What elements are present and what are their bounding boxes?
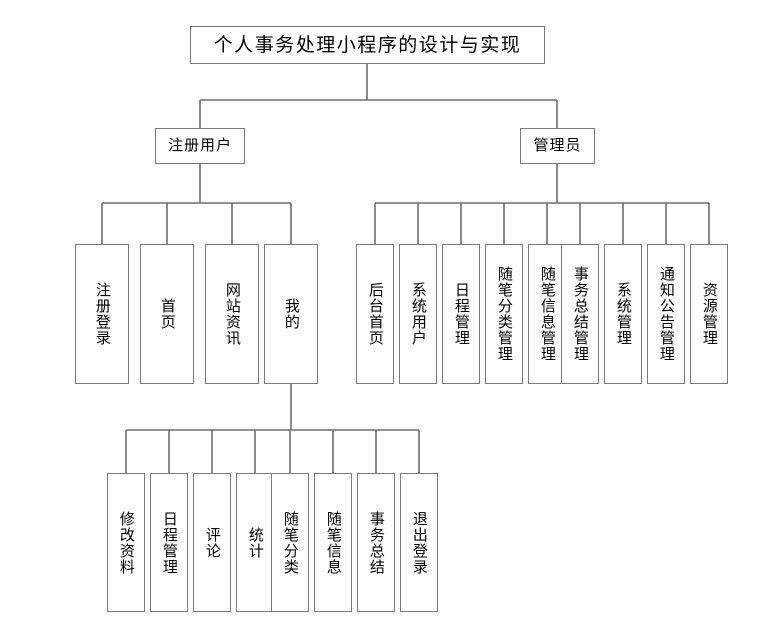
node-label: 我的: [282, 298, 301, 330]
node-label: 评论: [203, 526, 222, 559]
node-root-root[interactable]: 个人事务处理小程序的设计与实现: [190, 26, 545, 64]
node-mine-child-m8[interactable]: 退出登录: [400, 473, 438, 612]
node-label: 随笔分类管理: [495, 266, 514, 362]
node-user-child-u3[interactable]: 网站资讯: [205, 244, 259, 384]
node-admin-child-a3[interactable]: 日程管理: [442, 244, 480, 384]
node-label: 随笔分类: [281, 510, 300, 575]
node-label: 后台首页: [366, 282, 385, 346]
node-user-child-u4[interactable]: 我的: [264, 244, 318, 384]
node-label: 修改资料: [117, 510, 136, 575]
node-mine-child-m3[interactable]: 评论: [193, 473, 231, 612]
node-mine-child-m1[interactable]: 修改资料: [107, 473, 145, 612]
node-label: 资源管理: [700, 282, 719, 346]
node-label: 网站资讯: [223, 282, 242, 346]
node-label: 注册用户: [167, 136, 232, 155]
node-label: 随笔信息管理: [538, 266, 557, 362]
node-label: 统计: [246, 526, 265, 559]
node-level2-admin[interactable]: 管理员: [520, 128, 595, 164]
node-label: 注册登录: [93, 282, 112, 346]
node-label: 管理员: [533, 136, 582, 155]
node-label: 日程管理: [160, 510, 179, 575]
node-mine-child-m6[interactable]: 随笔信息: [314, 473, 352, 612]
node-label: 个人事务处理小程序的设计与实现: [213, 33, 522, 56]
node-admin-child-a7[interactable]: 系统管理: [604, 244, 642, 384]
node-admin-child-a2[interactable]: 系统用户: [399, 244, 437, 384]
node-label: 事务总结管理: [571, 266, 590, 362]
node-mine-child-m4[interactable]: 统计: [236, 473, 274, 612]
node-label: 系统用户: [409, 282, 428, 346]
node-admin-child-a4[interactable]: 随笔分类管理: [485, 244, 523, 384]
node-label: 通知公告管理: [657, 266, 676, 362]
node-admin-child-a9[interactable]: 资源管理: [690, 244, 728, 384]
node-mine-child-m5[interactable]: 随笔分类: [271, 473, 309, 612]
node-label: 随笔信息: [324, 510, 343, 575]
node-admin-child-a6[interactable]: 事务总结管理: [561, 244, 599, 384]
node-label: 系统管理: [614, 282, 633, 346]
node-label: 首页: [158, 298, 177, 330]
node-admin-child-a8[interactable]: 通知公告管理: [647, 244, 685, 384]
node-level2-user[interactable]: 注册用户: [155, 128, 245, 164]
node-mine-child-m7[interactable]: 事务总结: [357, 473, 395, 612]
node-label: 日程管理: [452, 282, 471, 346]
node-user-child-u2[interactable]: 首页: [140, 244, 194, 384]
node-user-child-u1[interactable]: 注册登录: [75, 244, 129, 384]
node-mine-child-m2[interactable]: 日程管理: [150, 473, 188, 612]
node-admin-child-a1[interactable]: 后台首页: [356, 244, 394, 384]
node-label: 退出登录: [410, 510, 429, 575]
node-label: 事务总结: [367, 510, 386, 575]
